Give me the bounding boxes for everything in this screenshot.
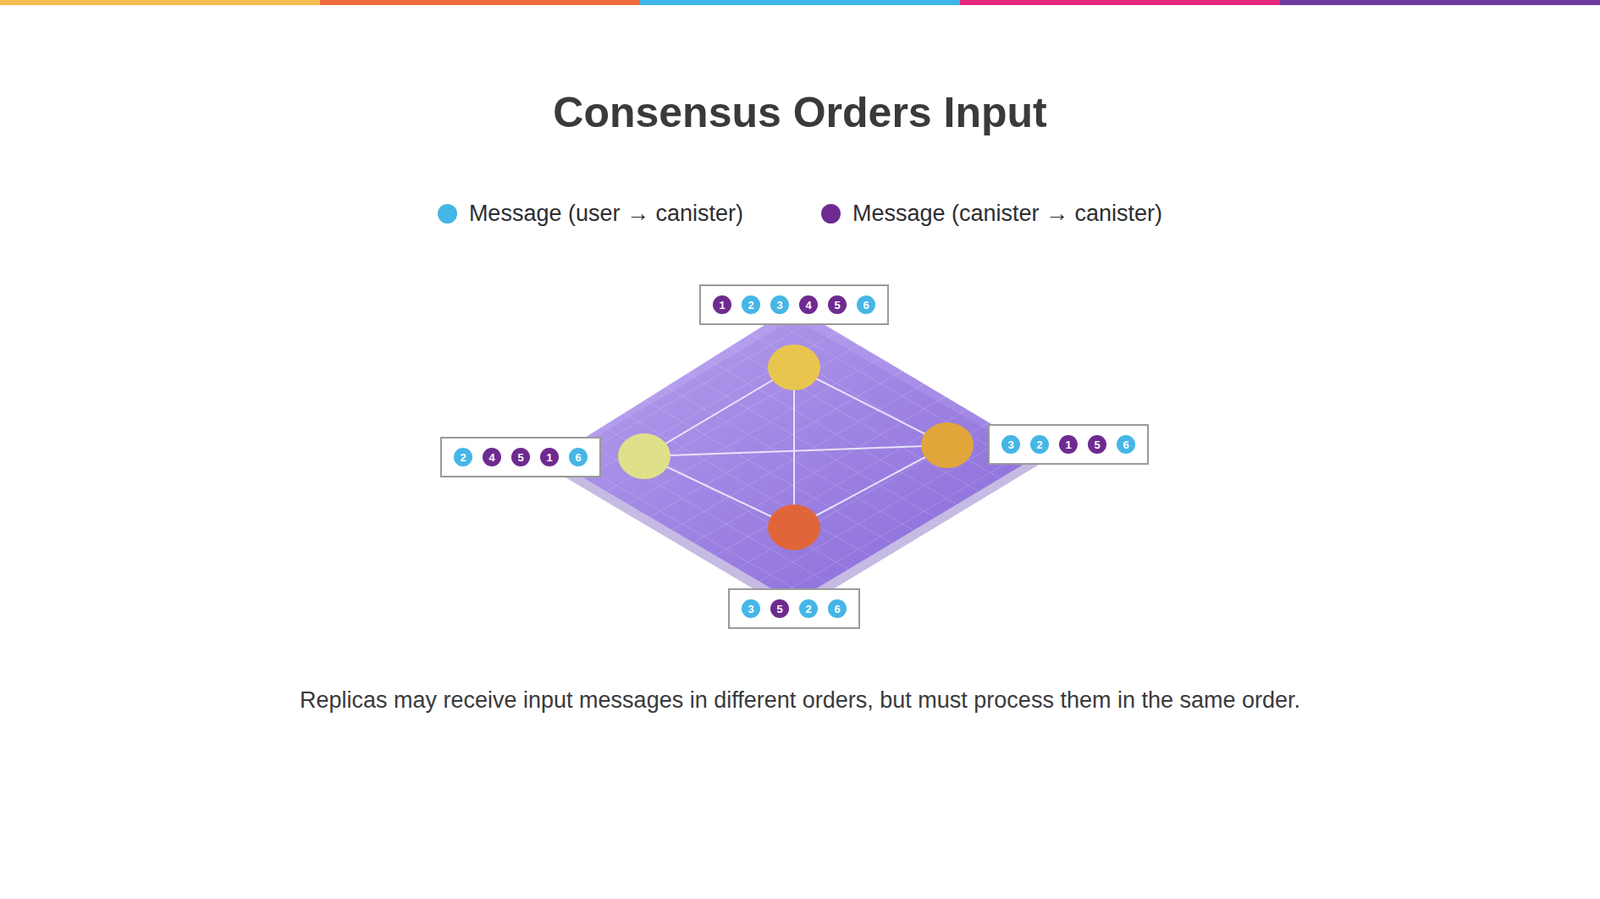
message-dot: 6: [568, 447, 588, 467]
replica-queue-box: 2 4 5 1 6: [440, 436, 602, 478]
message-dot: 1: [540, 447, 559, 467]
message-dot: 6: [856, 295, 876, 315]
message-number: 3: [776, 299, 783, 311]
replica-queue-box: 3 5 2 6: [728, 588, 861, 629]
message-dot: 2: [741, 295, 761, 315]
message-dot: 3: [1001, 435, 1021, 454]
legend-text: Message (canister → canister): [852, 200, 1163, 227]
message-number: 5: [833, 299, 840, 311]
legend-swatch: [437, 204, 458, 224]
message-dot: 5: [770, 599, 789, 618]
message-dot: 1: [1059, 435, 1078, 454]
message-number: 5: [776, 603, 783, 615]
message-dot: 2: [799, 599, 818, 618]
replica-nodes: [617, 344, 974, 551]
message-number: 2: [805, 603, 812, 615]
top-bar: [0, 0, 1600, 6]
message-dot: 4: [799, 295, 818, 315]
message-number: 4: [805, 299, 812, 311]
subnet-plane: [546, 306, 1043, 613]
message-number: 5: [1093, 439, 1100, 451]
message-dot: 2: [453, 447, 473, 467]
message-number: 1: [546, 452, 552, 464]
message-number: 6: [862, 299, 869, 311]
message-dot: 5: [1087, 435, 1107, 454]
message-dot: 2: [1030, 435, 1049, 454]
message-number: 6: [574, 452, 581, 464]
caption: Replicas may receive input messages in d…: [0, 687, 1600, 714]
message-number: 3: [1007, 439, 1014, 451]
legend-item: Message (user → canister): [437, 200, 744, 227]
legend-swatch: [821, 204, 841, 224]
message-dot: 3: [741, 599, 761, 618]
message-dot: 1: [712, 295, 732, 315]
legend-item: Message (canister → canister): [821, 200, 1163, 227]
replica-links: [644, 367, 948, 528]
message-dot: 6: [827, 599, 847, 618]
message-number: 5: [517, 452, 524, 464]
message-number: 2: [1036, 439, 1043, 451]
message-dot: 5: [827, 295, 847, 315]
message-number: 2: [459, 452, 466, 464]
replica-queue-box: 1 2 3 4 5 6: [699, 284, 889, 326]
message-number: 6: [1122, 439, 1129, 451]
message-dot: 3: [770, 295, 789, 315]
legend-text: Message (user → canister): [468, 200, 744, 227]
message-number: 3: [747, 603, 754, 615]
replica-queue-box: 3 2 1 5 6: [987, 424, 1149, 465]
message-number: 4: [488, 452, 495, 464]
message-dot: 4: [482, 447, 502, 467]
title: Consensus Orders Input: [0, 88, 1600, 138]
message-number: 1: [718, 299, 725, 311]
message-number: 2: [747, 299, 754, 311]
message-number: 6: [833, 603, 840, 615]
message-dot: 5: [511, 447, 530, 467]
message-dot: 6: [1116, 435, 1136, 454]
legend: Message (user → canister) Message (canist…: [0, 200, 1600, 227]
message-number: 1: [1064, 439, 1071, 451]
